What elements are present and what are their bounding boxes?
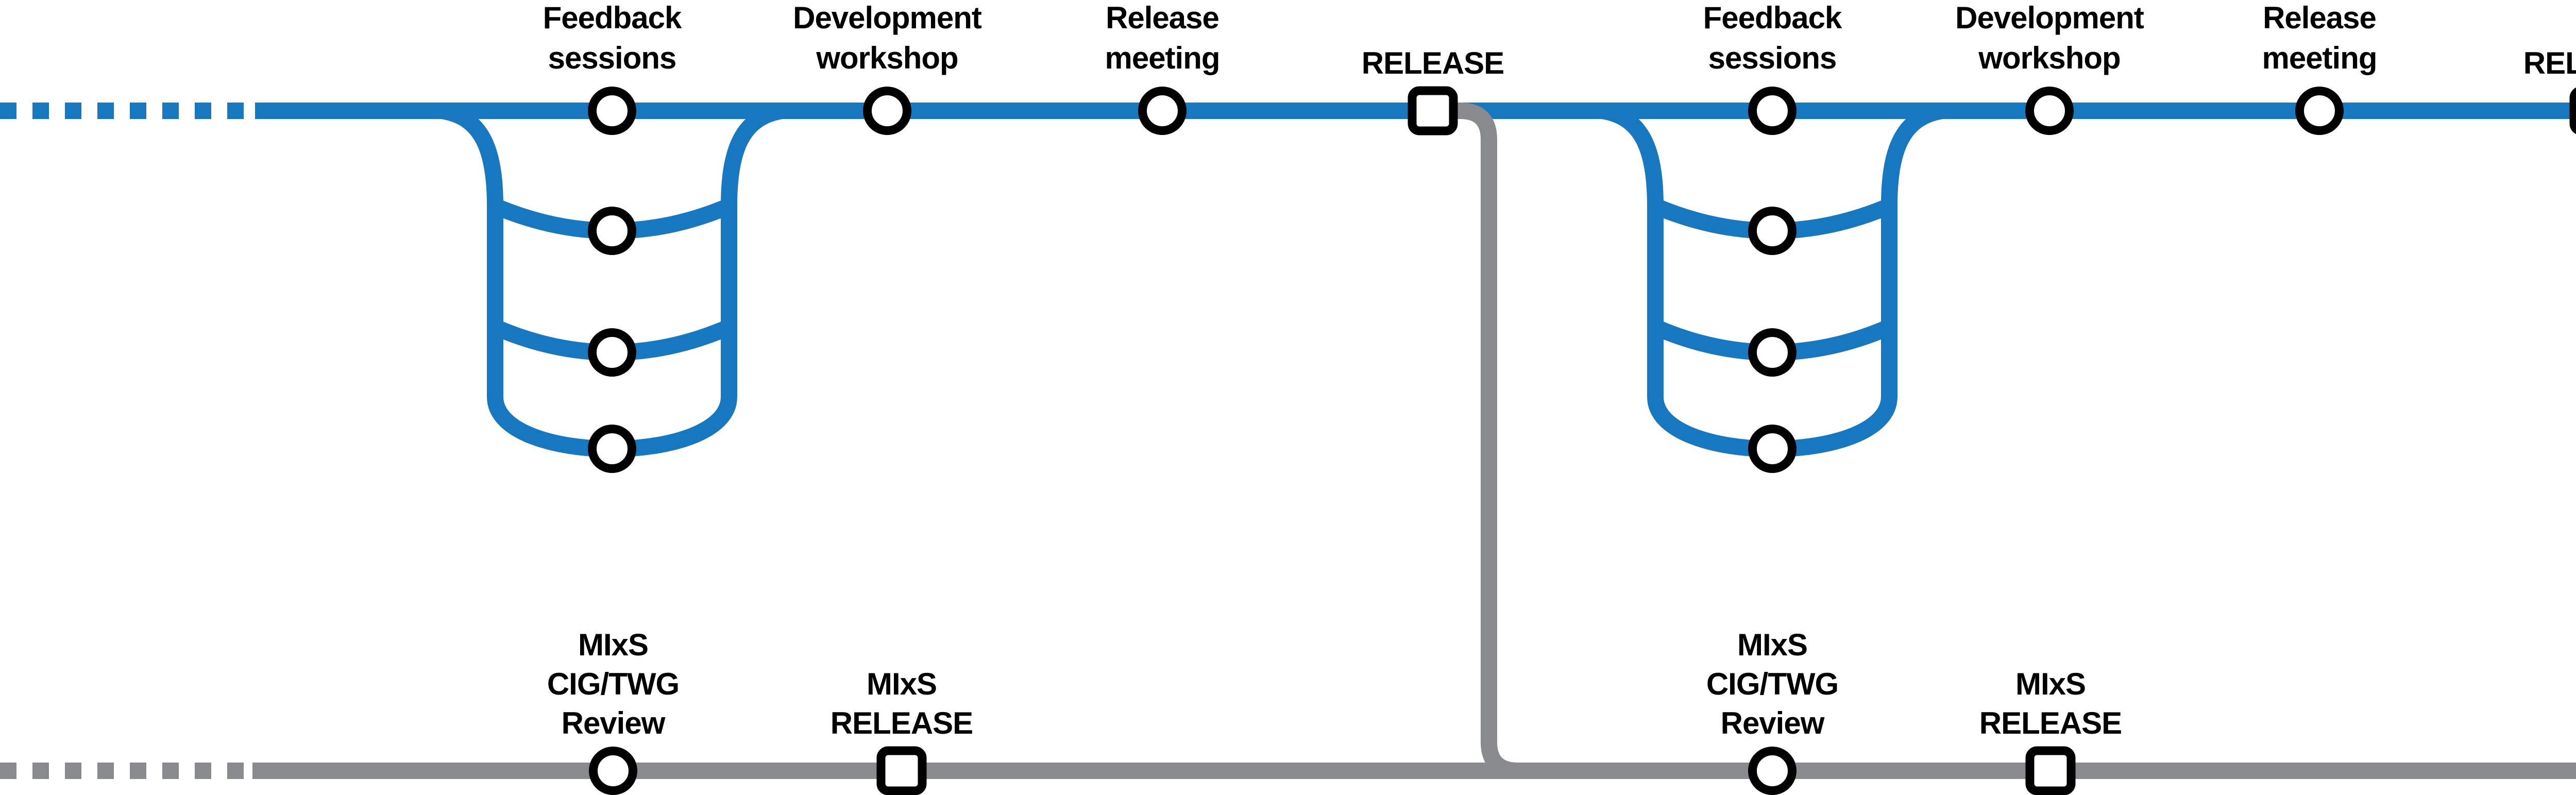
cycle-1-station-label-mixs-cig-twg-review: MIxS CIG/TWG Review <box>547 628 679 740</box>
cycle-1-station-label-feedback-sessions: Feedback sessions <box>543 1 682 75</box>
cycle-2-station-label-feedback-sessions: Feedback sessions <box>1703 1 1842 75</box>
cycle-2-station-label-release-meeting-line-1: Release <box>2263 1 2376 35</box>
cycle-2-station-label-mixs-cig-twg-review-line-1: MIxS <box>1737 628 1807 662</box>
cycle-1-station-label-feedback-sessions-line-1: Feedback <box>543 1 682 35</box>
cycle-2-station-node-release-meeting <box>2295 87 2344 135</box>
cycle-1-station-label-feedback-sessions-line-2: sessions <box>548 41 676 75</box>
cycle-2-station-label-development-workshop-line-1: Development <box>1955 1 2144 35</box>
cycle-1-station-label-development-workshop: Development workshop <box>793 1 982 75</box>
cycle-1-station-node-mixs-release <box>876 746 927 795</box>
cycle-2-station-label-release-line-1: RELEASE <box>2523 46 2576 80</box>
cycle-1-station-label-release-meeting: Release meeting <box>1105 1 1219 75</box>
cycle-2-station-label-mixs-cig-twg-review: MIxS CIG/TWG Review <box>1706 628 1838 740</box>
cycle-1-station-label-mixs-release: MIxS RELEASE <box>831 667 973 740</box>
cycle-2-feedback-session-2-node <box>1748 328 1797 377</box>
cycle-2-feedback-session-1-node <box>1748 207 1797 255</box>
cycle-1-feedback-session-1-node <box>588 207 636 255</box>
cycle-2-station-node-mixs-cig-twg-review <box>1748 747 1797 795</box>
cycle-1-station-node-release-meeting <box>1138 87 1187 135</box>
cycle-2-station-label-development-workshop-line-2: workshop <box>1978 41 2120 75</box>
cycle-1-station-label-development-workshop-line-1: Development <box>793 1 982 35</box>
cycle-2-station-label-feedback-sessions-line-1: Feedback <box>1703 1 1842 35</box>
cycle-1-station-node-release <box>1408 86 1458 136</box>
cycle-2-station-label-mixs-cig-twg-review-line-2: CIG/TWG <box>1706 667 1838 701</box>
cycle-2-station-label-mixs-cig-twg-review-line-3: Review <box>1721 706 1825 740</box>
cycle-2-station-label-mixs-release-line-1: MIxS <box>2015 667 2086 701</box>
cycle-1-station-label-release: RELEASE <box>1362 46 1504 80</box>
cycle-1-station-label-mixs-release-line-1: MIxS <box>867 667 937 701</box>
cycle-1-station-label-release-line-1: RELEASE <box>1362 46 1504 80</box>
cycle-2-station-node-development-workshop <box>2025 87 2074 135</box>
cycle-2-station-label-mixs-release: MIxS RELEASE <box>1979 667 2122 740</box>
cycle-2-station-label-release-meeting-line-2: meeting <box>2262 41 2377 75</box>
release-connector-solid-1 <box>1437 103 1551 779</box>
cycle-2-station-node-mixs-release <box>2025 746 2076 795</box>
cycle-2-station-label-release: RELEASE <box>2523 46 2576 80</box>
cycle-1-station-label-development-workshop-line-2: workshop <box>816 41 958 75</box>
cycle-1-feedback-session-2-node <box>588 328 636 377</box>
cycle-2-station-label-mixs-release-line-2: RELEASE <box>1979 706 2122 740</box>
cycle-1-station-label-mixs-cig-twg-review-line-1: MIxS <box>578 628 648 662</box>
cycle-1-station-node-development-workshop <box>863 87 911 135</box>
cycle-2-feedback-session-3-node <box>1748 425 1797 473</box>
cycle-1-station-label-mixs-cig-twg-review-line-2: CIG/TWG <box>547 667 679 701</box>
cycle-2-station-node-release <box>2569 87 2576 134</box>
cycle-2-station-label-development-workshop: Development workshop <box>1955 1 2144 75</box>
cycle-1-station-node-mixs-cig-twg-review <box>589 747 637 795</box>
cycle-1-feedback-session-3-node <box>588 425 636 473</box>
cycle-1-station-label-release-meeting-line-1: Release <box>1106 1 1219 35</box>
cycle-2-station-node-feedback-sessions <box>1748 87 1797 135</box>
cycle-1-station-label-mixs-release-line-2: RELEASE <box>831 706 973 740</box>
cycle-1-station-label-release-meeting-line-2: meeting <box>1105 41 1219 75</box>
cycle-2-station-label-release-meeting: Release meeting <box>2262 1 2377 75</box>
cycle-1-station-node-feedback-sessions <box>588 87 636 135</box>
cycle-1-station-label-mixs-cig-twg-review-line-3: Review <box>562 706 666 740</box>
cycle-2-station-label-feedback-sessions-line-2: sessions <box>1708 41 1837 75</box>
